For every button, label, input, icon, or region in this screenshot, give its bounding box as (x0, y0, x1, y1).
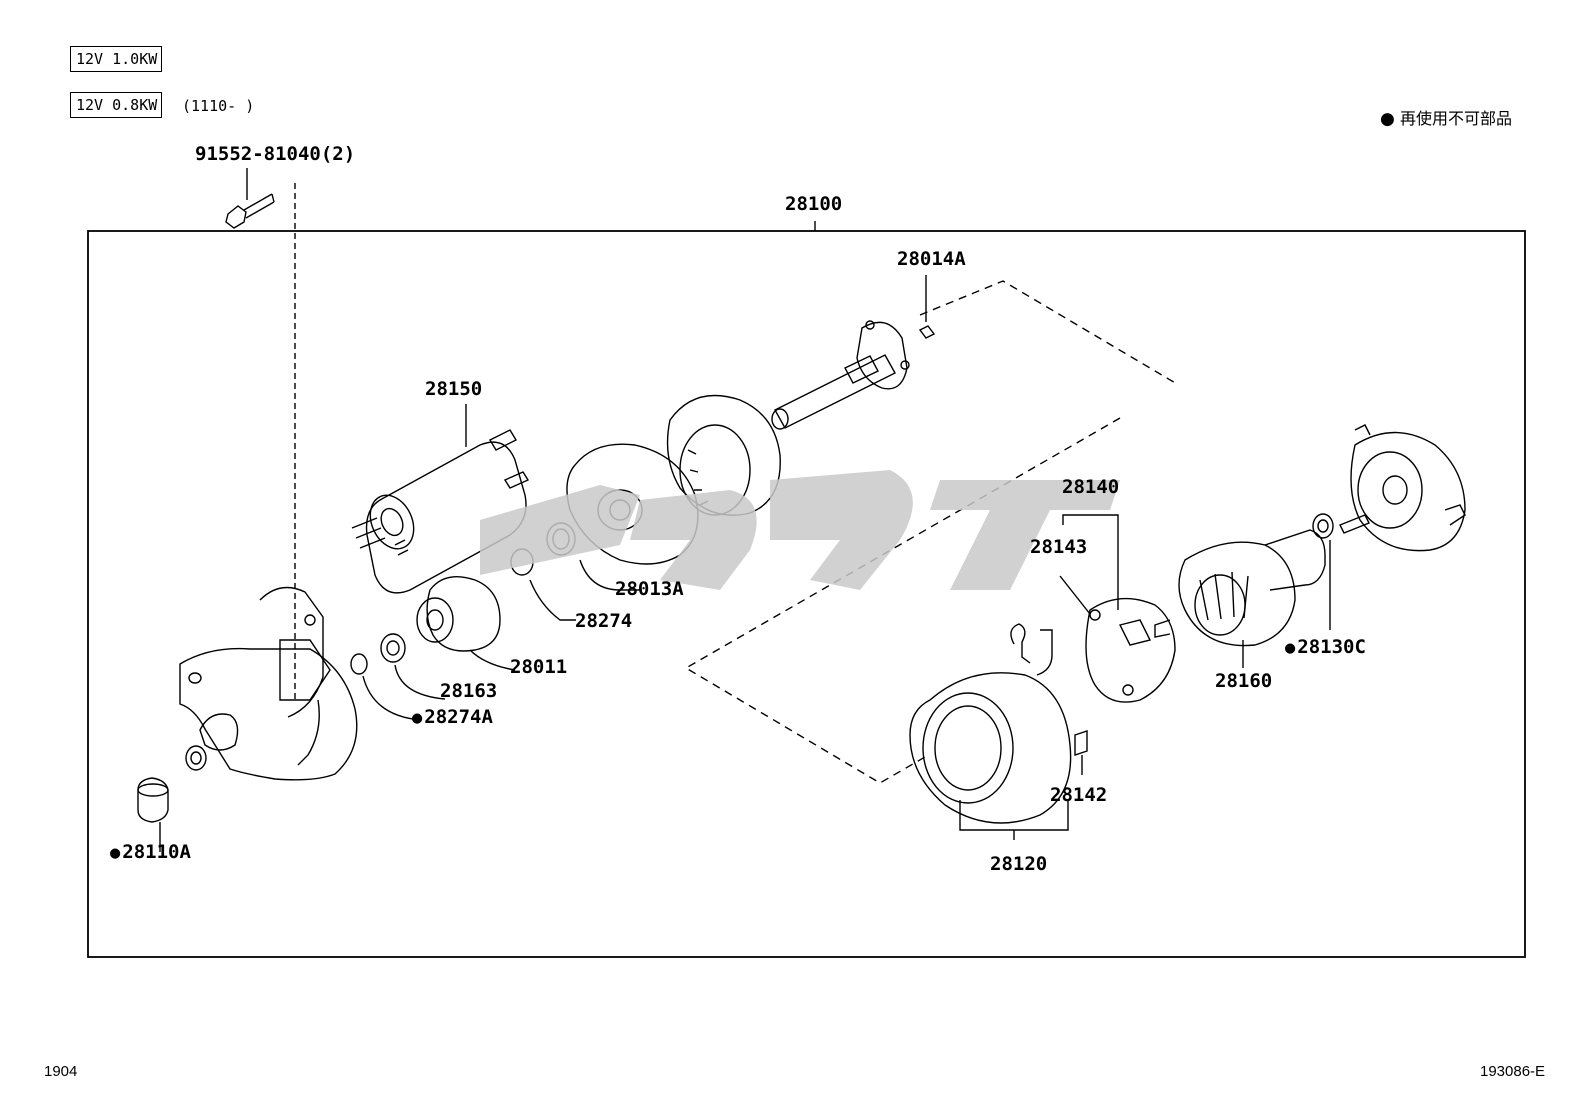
spec-box-1: 12V 1.0KW (70, 46, 163, 72)
assembly-frame (87, 230, 1526, 958)
label-28130C[interactable]: 28130C (1285, 638, 1366, 657)
bearing-28130C (1312, 513, 1334, 630)
watermark-logo (480, 470, 1120, 590)
label-28011[interactable]: 28011 (510, 656, 568, 678)
label-28160[interactable]: 28160 (1215, 670, 1273, 692)
label-28140[interactable]: 28140 (1062, 476, 1120, 498)
label-28142[interactable]: 28142 (1050, 784, 1108, 806)
label-28274A-text: 28274A (424, 706, 493, 728)
rear-cover (1339, 424, 1466, 552)
label-28163[interactable]: 28163 (440, 680, 498, 702)
label-28274[interactable]: 28274 (575, 610, 633, 632)
label-28130C-text: 28130C (1297, 636, 1366, 658)
legend-text: 再使用不可部品 (1399, 109, 1512, 128)
starter-clutch-28011 (416, 576, 516, 671)
label-28110A-text: 28110A (122, 841, 191, 863)
footer-figure-id: 193086-E (1480, 1063, 1546, 1080)
label-bolt[interactable]: 91552-81040(2) (195, 143, 356, 165)
label-assembly[interactable]: 28100 (785, 193, 843, 215)
armature-28160 (1154, 529, 1326, 668)
retainer-28163 (380, 633, 446, 700)
legend-non-reusable: ● 再使用不可部品 (1380, 111, 1512, 128)
bushing-28110A (137, 777, 169, 852)
footer-page-number: 1904 (44, 1063, 78, 1080)
brush-holder-28140 (1059, 514, 1176, 703)
front-housing-28110 (179, 586, 358, 781)
bolt-91552 (225, 168, 275, 229)
label-28013A[interactable]: 28013A (615, 578, 684, 600)
yoke-28120 (909, 623, 1088, 840)
label-28150[interactable]: 28150 (425, 378, 483, 400)
ring-28274A (350, 653, 422, 721)
label-28143[interactable]: 28143 (1030, 536, 1088, 558)
label-28014A[interactable]: 28014A (897, 248, 966, 270)
planetary-shaft (771, 275, 936, 430)
spec-box-2: 12V 0.8KW (70, 92, 163, 118)
label-28110A[interactable]: 28110A (110, 843, 191, 862)
label-28274A[interactable]: 28274A (412, 708, 493, 727)
spec-range: (1110- ) (182, 97, 255, 115)
bullet-icon: ● (1380, 109, 1395, 129)
label-28120[interactable]: 28120 (990, 853, 1048, 875)
